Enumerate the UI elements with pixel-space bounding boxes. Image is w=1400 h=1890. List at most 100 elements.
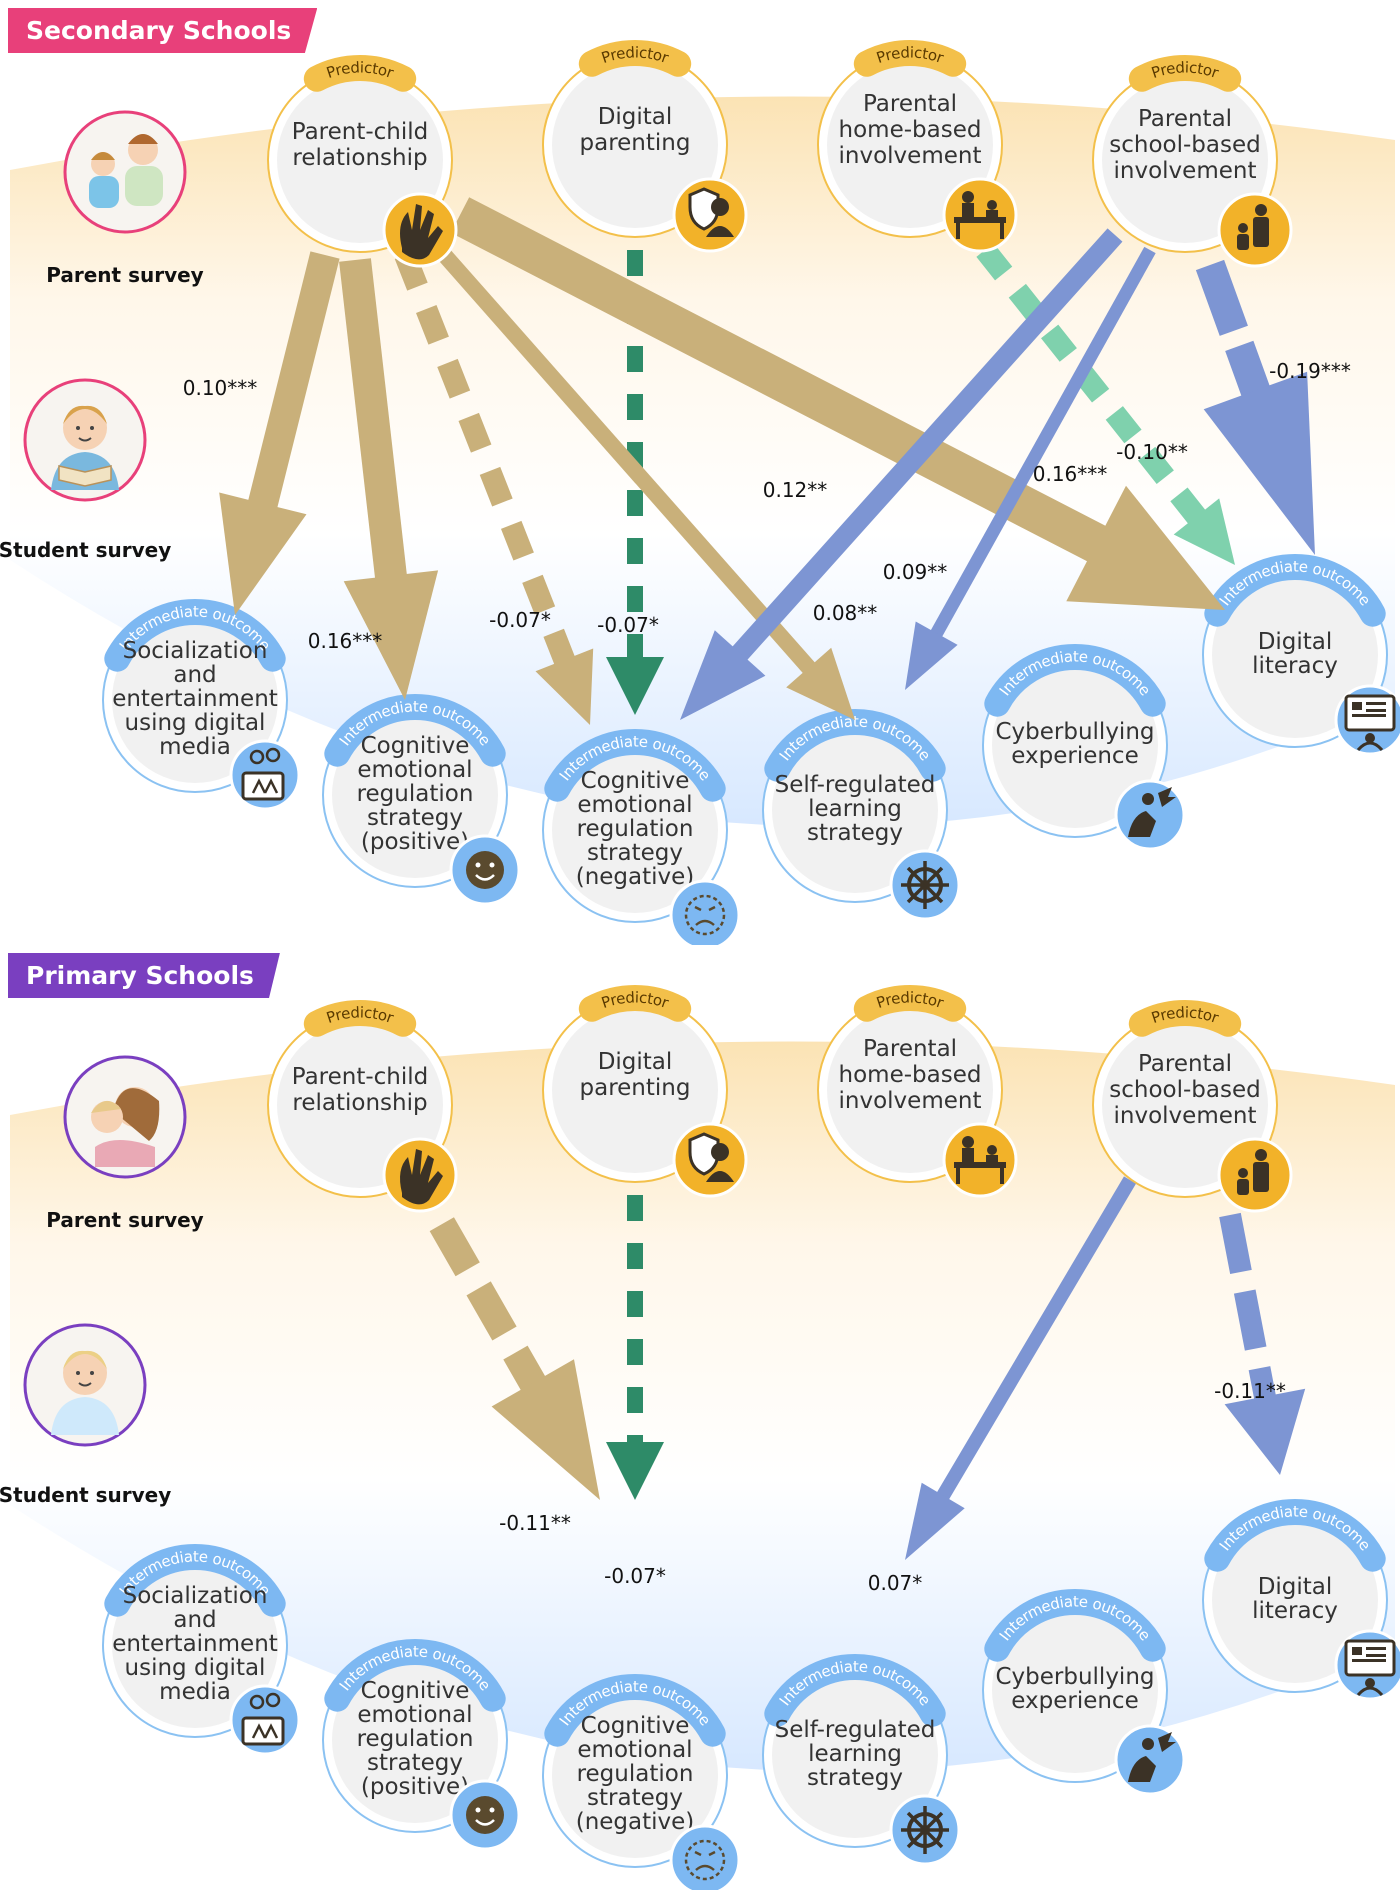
- path-coefficient: -0.10**: [1116, 440, 1188, 464]
- path-coefficient: -0.07*: [489, 608, 551, 632]
- path-coefficient: -0.11**: [1214, 1379, 1286, 1403]
- ship-wheel-icon: [889, 1794, 961, 1866]
- path-coefficient: 0.16***: [308, 629, 383, 653]
- outcome-label: strategy: [367, 1750, 463, 1776]
- predictor-label: relationship: [292, 1090, 427, 1116]
- predictor-tag: Predictor: [324, 1003, 397, 1027]
- predictor-label: home-based: [839, 117, 982, 143]
- clapping-hands-icon: [382, 192, 458, 268]
- outcome-label: Cognitive: [581, 1713, 690, 1739]
- outcome-label: media: [159, 734, 231, 760]
- predictor-label: involvement: [1114, 1103, 1257, 1129]
- path-coefficient: -0.19***: [1269, 359, 1351, 383]
- outcome-node: Intermediate outcomeCognitiveemotionalre…: [322, 694, 521, 906]
- path-arrow: [219, 251, 340, 615]
- outcome-label: strategy: [587, 1785, 683, 1811]
- path-arrow: [1195, 259, 1315, 555]
- outcome-label: Cognitive: [361, 733, 470, 759]
- path-coefficient: 0.09**: [883, 560, 948, 584]
- outcome-label: Self-regulated: [775, 1717, 936, 1743]
- predictor-label: parenting: [580, 1075, 691, 1101]
- outcome-label: literacy: [1252, 653, 1338, 679]
- predictor-label: Parental: [1138, 106, 1232, 132]
- outcome-label: and: [173, 1607, 216, 1633]
- outcome-label: strategy: [367, 805, 463, 831]
- student-survey-label: Student survey: [0, 538, 171, 562]
- parent-child-school-icon: [1217, 1137, 1293, 1213]
- outcome-label: Socialization: [123, 1583, 268, 1609]
- path-arrow: [976, 243, 1235, 565]
- outcome-label: Cyberbullying: [995, 1664, 1154, 1690]
- panel-title: Primary Schools: [8, 953, 280, 998]
- outcome-label: regulation: [357, 781, 474, 807]
- outcome-label: strategy: [807, 1765, 903, 1791]
- predictor-label: involvement: [839, 1088, 982, 1114]
- predictor-label: parenting: [580, 130, 691, 156]
- predictor-label: Parental: [1138, 1051, 1232, 1077]
- outcome-label: learning: [808, 796, 902, 822]
- outcome-label: emotional: [577, 792, 692, 818]
- background-band: [10, 1041, 1395, 1772]
- predictor-label: involvement: [1114, 158, 1257, 184]
- outcome-label: media: [159, 1679, 231, 1705]
- path-arrow: [680, 228, 1123, 720]
- outcome-node: Intermediate outcomeCognitiveemotionalre…: [542, 1674, 741, 1890]
- shield-parent-icon: [672, 177, 748, 253]
- outcome-label: and: [173, 662, 216, 688]
- path-coefficient: -0.07*: [597, 613, 659, 637]
- panel-title: Secondary Schools: [8, 8, 318, 53]
- path-coefficient: -0.11**: [499, 1511, 571, 1535]
- parent-survey-label: Parent survey: [46, 1208, 203, 1232]
- parent-child-school-icon: [1217, 192, 1293, 268]
- outcome-label: Self-regulated: [775, 772, 936, 798]
- outcome-label: emotional: [577, 1737, 692, 1763]
- clapping-hands-icon: [382, 1137, 458, 1213]
- predictor-label: involvement: [839, 143, 982, 169]
- outcome-label: strategy: [587, 840, 683, 866]
- laptop-presentation-icon: [1334, 684, 1400, 756]
- predictor-tag: Predictor: [599, 43, 672, 67]
- outcome-label: (positive): [361, 1774, 469, 1800]
- outcome-label: experience: [1011, 743, 1138, 769]
- path-arrow: [1219, 1212, 1306, 1475]
- outcome-label: Digital: [1258, 629, 1333, 655]
- path-arrow: [394, 250, 594, 725]
- predictor-tag: Predictor: [874, 988, 947, 1012]
- predictor-label: Parental: [863, 1036, 957, 1062]
- tablet-social-media-icon: [229, 739, 301, 811]
- predictor-label: Parent-child: [292, 1064, 429, 1090]
- student-survey-label: Student survey: [0, 1483, 171, 1507]
- outcome-label: using digital: [125, 1655, 266, 1681]
- outcome-label: regulation: [577, 1761, 694, 1787]
- outcome-label: emotional: [357, 757, 472, 783]
- predictor-tag: Predictor: [874, 43, 947, 67]
- outcome-label: using digital: [125, 710, 266, 736]
- predictor-label: Digital: [598, 104, 673, 130]
- tablet-social-media-icon: [229, 1684, 301, 1756]
- outcome-label: (negative): [576, 864, 695, 890]
- smiling-face-icon: [449, 1779, 521, 1851]
- outcome-node: Intermediate outcomeCognitiveemotionalre…: [542, 729, 741, 945]
- path-arrow: [905, 1176, 1137, 1560]
- sad-face-icon: [669, 879, 741, 945]
- outcome-label: strategy: [807, 820, 903, 846]
- predictor-tag: Predictor: [324, 58, 397, 82]
- predictor-label: school-based: [1109, 132, 1260, 158]
- outcome-label: Digital: [1258, 1574, 1333, 1600]
- outcome-node: Intermediate outcomeSelf-regulatedlearni…: [762, 1654, 961, 1866]
- outcome-label: literacy: [1252, 1598, 1338, 1624]
- path-coefficient: 0.16***: [1033, 462, 1108, 486]
- outcome-node: Intermediate outcomeCognitiveemotionalre…: [322, 1639, 521, 1851]
- outcome-label: emotional: [357, 1702, 472, 1728]
- predictor-label: relationship: [292, 145, 427, 171]
- outcome-node: Intermediate outcomeSelf-regulatedlearni…: [762, 709, 961, 921]
